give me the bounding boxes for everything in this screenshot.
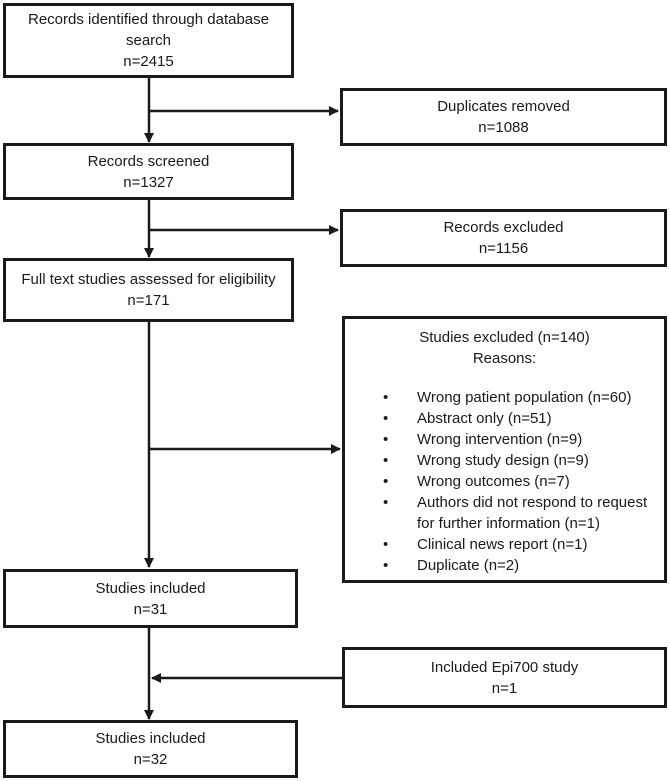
records-identified-label-line1: Records identified through database bbox=[28, 11, 269, 28]
full-text-assessed-box: Full text studies assessed for eligibili… bbox=[3, 258, 294, 322]
duplicates-removed-count: n=1088 bbox=[478, 119, 529, 136]
records-screened-label: Records screened bbox=[87, 152, 210, 170]
epi700-study-box: Included Epi700 study n=1 bbox=[342, 647, 667, 708]
duplicates-removed-box: Duplicates removed n=1088 bbox=[340, 88, 667, 146]
full-text-assessed-label: Full text studies assessed for eligibili… bbox=[21, 271, 276, 288]
exclusion-reason: Wrong outcomes (n=7) bbox=[345, 471, 664, 492]
full-text-assessed-count: n=171 bbox=[127, 292, 170, 309]
records-screened-box: Records screened n=1327 bbox=[3, 143, 294, 200]
records-identified-box: Records identified through database sear… bbox=[3, 3, 294, 78]
records-identified-label-line2: search bbox=[125, 32, 172, 49]
studies-included-31-count: n=31 bbox=[133, 600, 168, 618]
records-excluded-count: n=1156 bbox=[478, 240, 529, 257]
studies-included-31-box: Studies included n=31 bbox=[3, 569, 298, 628]
epi700-study-count: n=1 bbox=[491, 679, 518, 697]
records-excluded-label: Records excluded bbox=[443, 219, 564, 236]
exclusion-reason: Clinical news report (n=1) bbox=[345, 534, 664, 555]
records-excluded-box: Records excluded n=1156 bbox=[340, 209, 667, 267]
studies-included-32-label: Studies included bbox=[95, 730, 206, 747]
records-screened-count: n=1327 bbox=[123, 173, 174, 191]
studies-excluded-title: Studies excluded (n=140) bbox=[419, 329, 590, 346]
exclusion-reason: Abstract only (n=51) bbox=[345, 408, 664, 429]
studies-included-32-count: n=32 bbox=[133, 751, 168, 768]
duplicates-removed-label: Duplicates removed bbox=[437, 98, 570, 115]
exclusion-reason: Wrong study design (n=9) bbox=[345, 450, 664, 471]
studies-excluded-box: Studies excluded (n=140) Reasons: Wrong … bbox=[342, 316, 667, 583]
studies-included-32-box: Studies included n=32 bbox=[3, 720, 298, 778]
epi700-study-label: Included Epi700 study bbox=[430, 658, 579, 676]
exclusion-reasons-list: Wrong patient population (n=60) Abstract… bbox=[345, 387, 664, 576]
exclusion-reason: Duplicate (n=2) bbox=[345, 555, 664, 576]
studies-included-31-label: Studies included bbox=[95, 579, 206, 597]
records-identified-count: n=2415 bbox=[123, 53, 174, 70]
exclusion-reason: Wrong intervention (n=9) bbox=[345, 429, 664, 450]
exclusion-reason: Authors did not respond to request for f… bbox=[345, 492, 664, 534]
studies-excluded-subtitle: Reasons: bbox=[472, 350, 537, 367]
exclusion-reason: Wrong patient population (n=60) bbox=[345, 387, 664, 408]
